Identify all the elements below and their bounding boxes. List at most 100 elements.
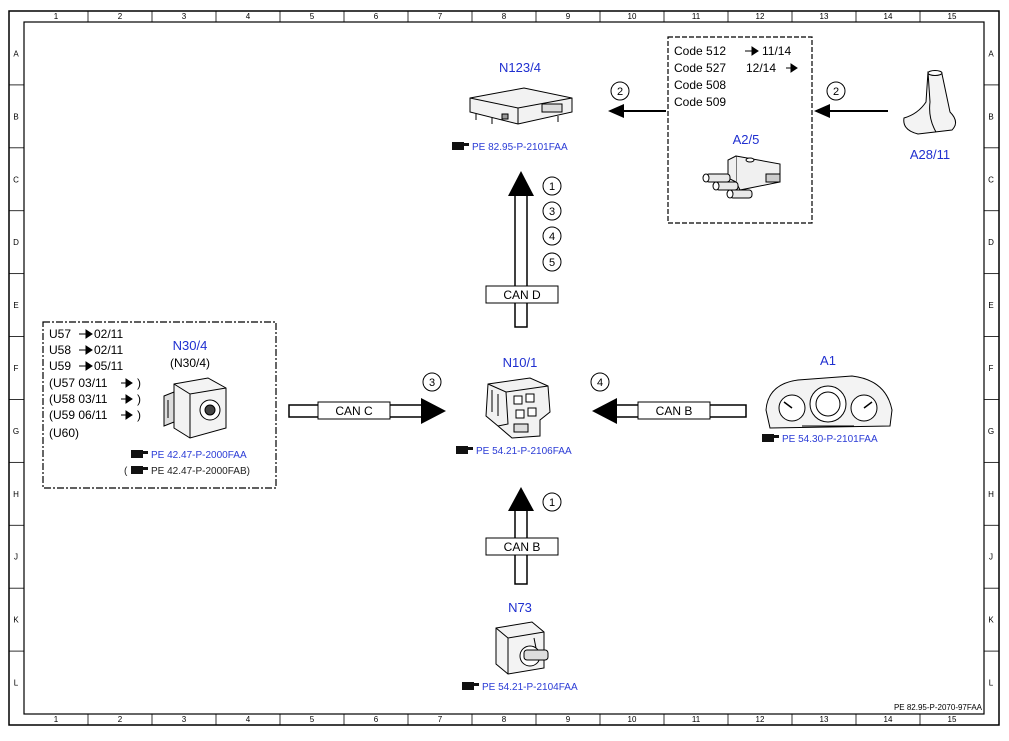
can-b-right-arrowhead	[592, 398, 617, 424]
svg-text:1: 1	[549, 497, 555, 509]
can-d-label-box	[485, 285, 559, 304]
grid-col-bottom-7: 7	[438, 715, 443, 724]
variant-u57-arrow	[79, 329, 93, 339]
circle-up-4: 4	[542, 226, 562, 246]
arrowhead-a28-to-a2	[814, 104, 830, 118]
grid-col-top-3: 3	[182, 12, 187, 21]
svg-text:PE 54.30-P-2101FAA: PE 54.30-P-2101FAA	[782, 434, 878, 445]
outer-frame	[8, 10, 1000, 726]
grid-col-top-14: 14	[884, 12, 893, 21]
grid-row-left-K: K	[13, 616, 19, 625]
n73-ref: PE 54.21-P-2104FAA	[462, 682, 578, 693]
n30-sublabel: (N30/4)	[170, 356, 210, 370]
grid-row-right-C: C	[988, 175, 994, 184]
circle-up-5: 5	[542, 252, 562, 272]
can-c-label-box	[317, 401, 391, 420]
grid-row-right-H: H	[988, 490, 994, 499]
grid-col-top-15: 15	[948, 12, 957, 21]
svg-text:PE 82.95-P-2101FAA: PE 82.95-P-2101FAA	[472, 142, 568, 153]
grid-col-bottom-2: 2	[118, 715, 123, 724]
svg-text:PE 54.21-P-2104FAA: PE 54.21-P-2104FAA	[482, 682, 578, 693]
variant-u58: U58	[49, 343, 71, 357]
n30-ref1-hand-icon	[131, 450, 148, 458]
grid-row-left-B: B	[13, 112, 18, 121]
svg-text:2: 2	[617, 86, 623, 98]
svg-text:(: (	[124, 466, 128, 477]
code-512-arrow	[745, 46, 759, 56]
circle-left-3: 3	[422, 372, 442, 392]
variant-u59: U59	[49, 359, 71, 373]
n123-module-icon	[469, 87, 573, 125]
arrowhead-a2-to-n123	[608, 104, 624, 118]
grid-col-bottom-14: 14	[884, 715, 893, 724]
svg-text:PE 54.21-P-2106FAA: PE 54.21-P-2106FAA	[476, 446, 572, 457]
grid-row-left-G: G	[13, 427, 19, 436]
n30-label: N30/4	[173, 338, 208, 353]
code-509: Code 509	[674, 95, 726, 109]
grid-col-top-7: 7	[438, 12, 443, 21]
svg-text:3: 3	[549, 206, 555, 218]
svg-text:PE 42.47-P-2000FAA: PE 42.47-P-2000FAA	[151, 450, 247, 461]
grid-col-top-2: 2	[118, 12, 123, 21]
variant-u59-arrow	[79, 361, 93, 371]
grid-row-right-L: L	[989, 679, 994, 688]
grid-col-bottom-6: 6	[374, 715, 379, 724]
grid-row-left-E: E	[13, 301, 18, 310]
can-d-label: CAN D	[503, 288, 541, 302]
can-b-bottom-label-box	[485, 537, 559, 556]
grid-row-right-D: D	[988, 238, 994, 247]
a2-switch-icon	[702, 155, 781, 199]
variant-p58-close: )	[137, 392, 141, 406]
grid-row-right-J: J	[989, 553, 993, 562]
grid-row-right-F: F	[989, 364, 994, 373]
code-512-note: 11/14	[762, 44, 791, 58]
can-d-bus-line	[514, 193, 528, 328]
code-527-note: 12/14	[746, 61, 776, 75]
n10-ref-hand-icon	[456, 446, 473, 454]
can-c-arrowhead	[421, 398, 446, 424]
grid-row-left-C: C	[13, 175, 19, 184]
grid-col-top-9: 9	[566, 12, 571, 21]
grid-row-right-K: K	[988, 616, 994, 625]
grid-col-bottom-15: 15	[948, 715, 957, 724]
variant-u57-note: 02/11	[94, 327, 123, 341]
code-527: Code 527	[674, 61, 726, 75]
variant-p57: (U57 03/11	[49, 376, 108, 390]
grid-col-bottom-9: 9	[566, 715, 571, 724]
can-c-label: CAN C	[335, 404, 373, 418]
a1-ref-hand-icon	[762, 434, 779, 442]
can-d-arrowhead	[508, 171, 534, 196]
grid-row-right-A: A	[988, 49, 994, 58]
circle-right-4: 4	[590, 372, 610, 392]
grid-col-bottom-13: 13	[820, 715, 829, 724]
grid-col-top-1: 1	[54, 12, 59, 21]
inner-frame	[23, 21, 985, 715]
grid-row-right-G: G	[988, 427, 994, 436]
n10-connector-icon	[485, 377, 551, 439]
grid-row-left-J: J	[14, 553, 18, 562]
n30-dashdot-box	[42, 321, 277, 489]
n123-ref: PE 82.95-P-2101FAA	[452, 142, 568, 153]
grid-col-top-13: 13	[820, 12, 829, 21]
grid-col-bottom-11: 11	[692, 715, 701, 724]
svg-text:5: 5	[549, 257, 555, 269]
n30-module-icon	[163, 377, 227, 439]
grid-row-right-E: E	[988, 301, 993, 310]
svg-text:1: 1	[549, 181, 555, 193]
variant-p57-close: )	[137, 376, 141, 390]
svg-text:4: 4	[597, 377, 603, 389]
code-527-arrow	[786, 63, 798, 73]
a2-label: A2/5	[733, 132, 760, 147]
grid-row-left-D: D	[13, 238, 19, 247]
variant-p58: (U58 03/11	[49, 392, 108, 406]
grid-col-bottom-4: 4	[246, 715, 251, 724]
n73-ref-hand-icon	[462, 682, 479, 690]
variant-p58-arrow	[121, 394, 133, 404]
code-508: Code 508	[674, 78, 726, 92]
n10-label: N10/1	[503, 355, 538, 370]
can-b-bottom-arrowhead	[508, 487, 534, 511]
n73-switch-icon	[495, 621, 549, 675]
circle-a2-n123: 2	[610, 81, 630, 101]
